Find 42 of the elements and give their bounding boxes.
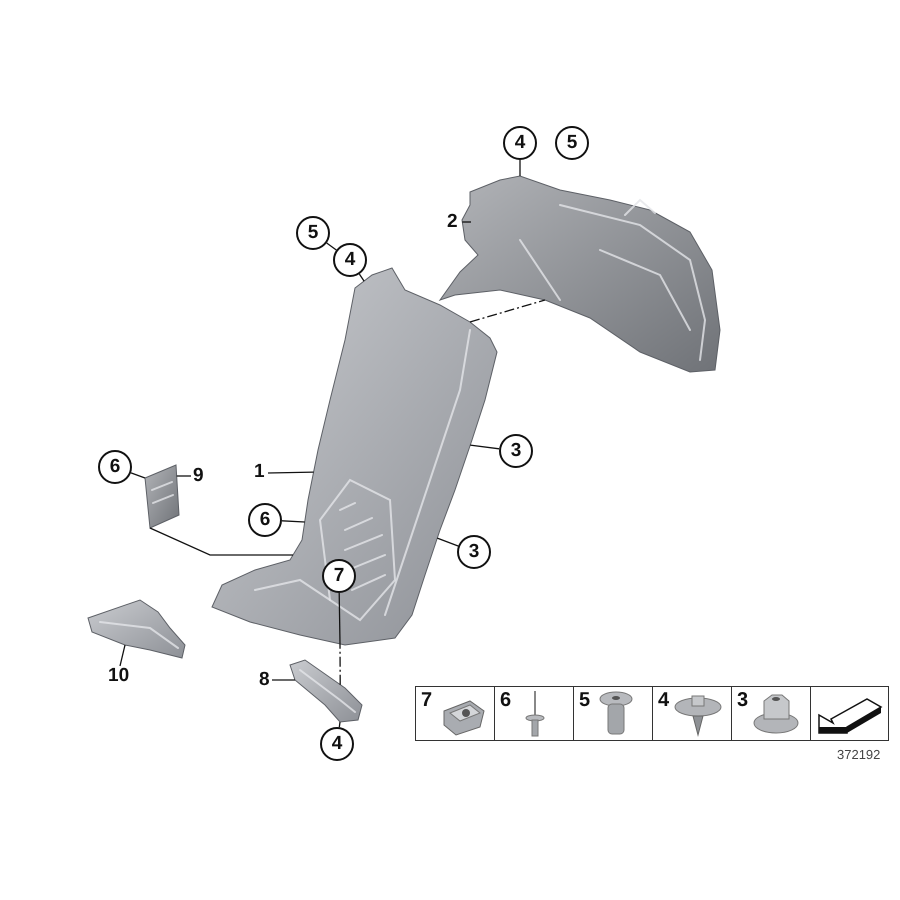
leader-line xyxy=(437,538,458,547)
leader-line xyxy=(326,242,337,251)
part-number: 1 xyxy=(254,462,265,482)
leader-line xyxy=(338,722,341,728)
callout-number: 4 xyxy=(503,126,537,160)
rear-wheel-arch-liner-drawing xyxy=(438,175,720,372)
leader-line xyxy=(272,679,295,681)
part-number: 5 xyxy=(579,690,590,710)
part-number: 8 xyxy=(259,670,270,690)
callout-number: 6 xyxy=(98,450,132,484)
leader-line xyxy=(358,274,365,282)
leader-line xyxy=(462,221,471,223)
diagram-number: 372192 xyxy=(837,747,880,762)
part-number: 7 xyxy=(421,690,432,710)
leader-line xyxy=(519,160,521,176)
leader-line xyxy=(130,472,146,479)
assembly-line xyxy=(339,644,341,685)
callout-number: 6 xyxy=(248,503,282,537)
callout-number: 5 xyxy=(296,216,330,250)
part-number: 9 xyxy=(193,466,204,486)
leader-line xyxy=(119,644,126,666)
bracket-drawing xyxy=(289,659,363,723)
leader-line xyxy=(470,444,500,450)
callout-number: 4 xyxy=(333,243,367,277)
bracket-drawing xyxy=(87,599,186,659)
part-number: 2 xyxy=(447,212,458,232)
front-wheel-arch-liner-drawing xyxy=(211,267,498,646)
assembly-line xyxy=(470,299,546,323)
leader-line xyxy=(150,527,293,556)
part-number: 10 xyxy=(108,666,130,686)
leader-line xyxy=(282,520,305,523)
leader-line xyxy=(176,475,191,477)
sealing-pad-drawing xyxy=(144,464,180,529)
callout-number: 4 xyxy=(320,727,354,761)
part-number: 4 xyxy=(658,690,670,710)
part-number: 3 xyxy=(737,690,748,710)
leader-line xyxy=(338,592,341,644)
callout-number: 5 xyxy=(555,126,589,160)
part-number: 6 xyxy=(500,690,512,710)
leader-line xyxy=(268,471,314,474)
callout-number: 3 xyxy=(457,535,491,569)
callout-number: 3 xyxy=(499,434,533,468)
